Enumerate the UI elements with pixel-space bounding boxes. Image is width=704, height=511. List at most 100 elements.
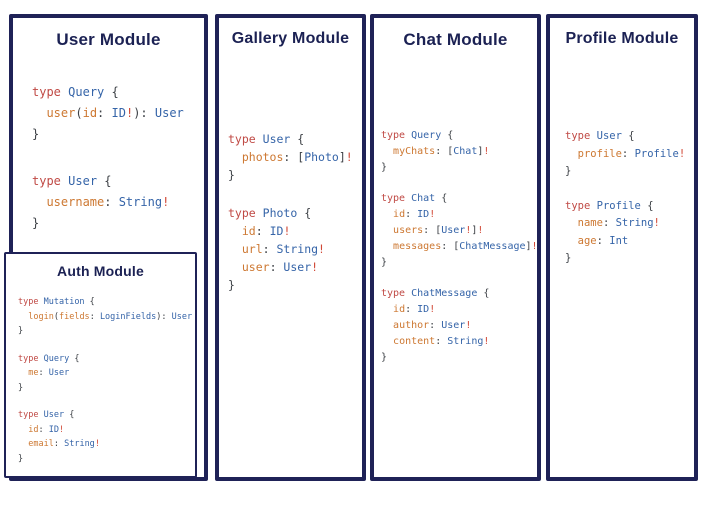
code-line: email: String! [18,437,192,452]
code-token: : [405,304,418,315]
code-token: type [32,174,61,188]
code-token [381,320,393,331]
code-token: ! [483,146,490,157]
code-line: login(fields: LoginFields): User [18,310,192,325]
code-line: users: [User!]! [381,223,538,239]
code-token: user [46,106,76,120]
code-token: ! [429,304,436,315]
code-line: type Query { [381,128,538,144]
code-token: } [381,352,388,363]
code-token [381,209,393,220]
code-line: } [228,166,353,184]
code-line: messages: [ChatMessage]! [381,239,538,255]
code-token [381,336,393,347]
code-token: ID [269,224,284,238]
code-line: type User { [32,171,184,192]
code-token [381,225,393,236]
code-line: photos: [Photo]! [228,148,353,166]
code-token: : [405,209,418,220]
code-token: ! [94,439,100,449]
panel-title: User Module [56,30,161,49]
code-token: } [228,168,235,182]
code-token: User [48,368,70,378]
code-token: Profile [596,199,641,212]
code-line: id: ID! [381,302,538,318]
code-token: Chat [453,146,478,157]
type-definition: type Profile { name: String! age: Int} [565,198,685,268]
code-token: String [64,439,95,449]
code-token: { [477,288,490,299]
code-line: user: User! [228,258,353,276]
code-token: User [154,106,184,120]
code-line: type ChatMessage { [381,286,538,302]
code-token: name [577,217,603,229]
code-token: : [435,336,448,347]
code-token: { [297,206,312,220]
code-token: ! [678,147,686,160]
code-token: { [290,132,305,146]
type-definition: type User { id: ID! email: String!} [18,408,192,466]
panel-auth-module: Auth Module type Mutation { login(fields… [4,252,197,478]
code-token: { [640,199,654,212]
panel-profile-module: Profile Module type User { profile: Prof… [546,14,698,481]
code-token: ): [133,106,155,120]
code-token [18,368,28,378]
code-line: username: String! [32,192,184,213]
code-token: : [262,242,277,256]
code-token: : [38,424,49,435]
code-token: : [89,311,100,322]
code-token: photos [241,150,284,164]
code-token: { [69,353,80,364]
code-token: : [ [423,225,442,236]
code-line: myChats: [Chat]! [381,144,538,160]
code-token: } [381,257,388,268]
code-token: type [32,85,61,99]
code-token: { [97,174,112,188]
code-token: id [82,106,98,120]
code-token: } [381,162,388,173]
code-token: { [621,130,635,142]
code-line: } [381,160,538,176]
code-token: LoginFields [99,311,157,322]
code-token: } [565,165,572,177]
code-line: id: ID! [18,423,192,438]
code-line: type Mutation { [18,295,192,310]
code-token: } [18,326,24,336]
code-token: type [18,410,39,420]
type-definition: type Query { me: User} [18,352,192,396]
code-token: users [393,225,424,236]
code-line: } [565,250,685,268]
code-token: ID [111,106,126,120]
code-token [32,106,46,120]
code-token: type [381,288,406,299]
code-token: User [596,130,622,142]
code-token: ! [531,241,538,252]
code-token: String [118,195,163,209]
code-token: id [28,424,39,435]
code-token: : [ [435,146,454,157]
code-token: { [441,130,454,141]
code-token [381,304,393,315]
code-token: User [441,320,466,331]
code-token: : [269,260,284,274]
code-line: } [228,276,353,294]
code-token [228,150,242,164]
code-line: } [381,350,538,366]
code-token: username [46,195,105,209]
panel-title: Auth Module [57,263,144,279]
code-token: ] [471,225,478,236]
code-token: id [241,224,256,238]
code-token: : [255,224,270,238]
type-definition: type Chat { id: ID! users: [User!]! mess… [381,191,538,271]
code-block: type Query { user(id: ID!): User}type Us… [32,82,184,260]
code-line: name: String! [565,215,685,233]
code-token [228,224,242,238]
code-token: User [262,132,291,146]
code-token [256,132,263,146]
code-line: } [18,452,192,467]
code-token: ! [465,320,472,331]
code-token: Query [68,85,105,99]
code-token: ! [59,424,65,435]
code-token: String [276,242,319,256]
